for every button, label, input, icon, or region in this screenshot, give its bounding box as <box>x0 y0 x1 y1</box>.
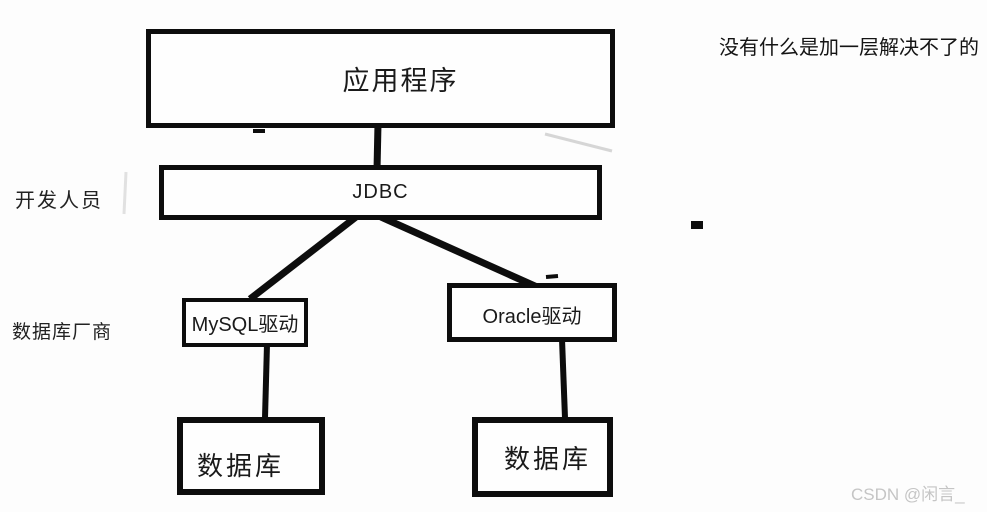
node-jdbc-label: JDBC <box>352 181 409 203</box>
edge-jdbc-mysql <box>247 214 359 302</box>
node-oracle-driver-label: Oracle驱动 <box>482 306 582 328</box>
edge-jdbc-oracle <box>379 213 539 291</box>
node-jdbc: JDBC <box>159 165 602 220</box>
node-mysql-driver-label: MySQL驱动 <box>191 314 299 336</box>
stray-mark-right-of-jdbc <box>691 221 703 229</box>
stray-mark-above-oracle-box <box>545 274 559 279</box>
node-oracle-driver: Oracle驱动 <box>447 283 617 342</box>
node-database-right-label: 数据库 <box>503 443 591 474</box>
node-database-left-label: 数据库 <box>197 451 285 481</box>
row-label-db-vendor: 数据库厂商 <box>12 322 113 343</box>
row-label-developer: 开发人员 <box>15 190 103 212</box>
edge-application-jdbc <box>373 123 382 171</box>
node-application: 应用程序 <box>146 29 615 128</box>
csdn-watermark: CSDN @闲言_ <box>851 485 965 504</box>
edge-oracle-database <box>559 338 568 419</box>
faint-smudge-below-app-box <box>544 132 613 153</box>
node-mysql-driver: MySQL驱动 <box>182 298 308 347</box>
node-application-label: 应用程序 <box>342 66 459 96</box>
node-database-right: 数据库 <box>472 417 613 497</box>
faint-smudge-left-of-jdbc <box>122 171 128 215</box>
annotation-top-right: 没有什么是加一层解决不了的 <box>719 37 979 59</box>
node-database-left: 数据库 <box>177 417 325 495</box>
edge-mysql-database <box>262 343 270 419</box>
